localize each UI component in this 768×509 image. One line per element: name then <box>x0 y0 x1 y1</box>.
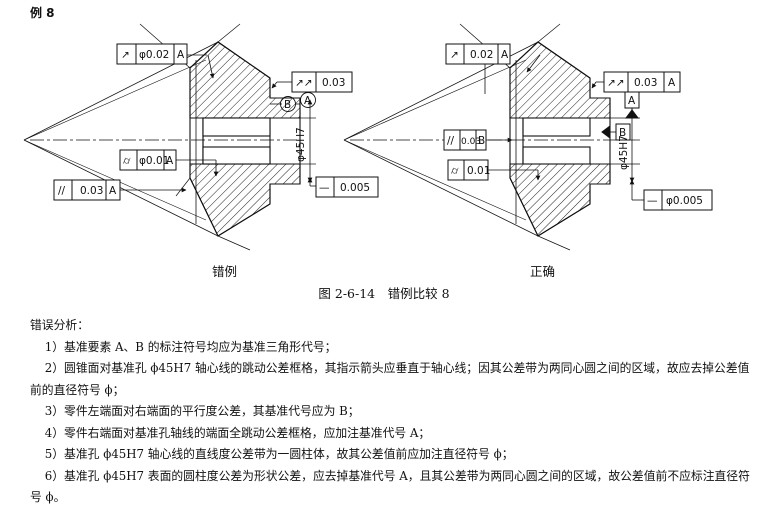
correct-total-runout-symbol: ↗↗ <box>607 77 625 89</box>
wrong-total-runout-frame <box>291 71 353 93</box>
wrong-parallelism-datum: A <box>109 185 117 197</box>
correct-runout-symbol: ↗ <box>450 49 459 61</box>
wrong-parallelism-symbol: // <box>58 185 66 197</box>
correct-total-runout-frame <box>603 71 681 93</box>
analysis-item-3: 3）零件左端面对右端面的平行度公差，其基准代号应为 B； <box>44 404 360 418</box>
drawing-svg: ↗ φ0.02 A ↗↗ 0.03 B A ⌭ φ0.01 A // 0.03 … <box>23 23 713 251</box>
correct-datum-a-letter: A <box>628 95 636 107</box>
correct-total-runout-datum: A <box>668 77 676 89</box>
correct-runout-datum: A <box>501 49 509 61</box>
wrong-cylindricity-frame <box>119 149 177 171</box>
correct-cylindricity-frame <box>447 159 489 181</box>
example-label: 例 8 <box>30 6 55 20</box>
wrong-label: 错例 <box>212 264 238 279</box>
wrong-example-drawing <box>23 23 316 251</box>
wrong-total-runout-value: 0.03 <box>322 77 345 89</box>
analysis-item-6: 6）基准孔 ϕ45H7 表面的圆柱度公差为形状公差，应去掉基准代号 A，且其公差… <box>30 468 750 505</box>
wrong-straightness-symbol: — <box>319 182 330 194</box>
correct-datum-b-letter: B <box>619 127 626 139</box>
correct-parallelism-value: 0.03 <box>461 137 481 147</box>
correct-label: 正确 <box>530 264 556 279</box>
correct-parallelism-datum: B <box>478 135 485 147</box>
analysis-item-2: 2）圆锥面对基准孔 ϕ45H7 轴心线的跳动公差框格，其指示箭头应垂直于轴心线；… <box>30 361 750 397</box>
correct-straightness-value: φ0.005 <box>666 195 703 207</box>
analysis-heading: 错误分析： <box>30 318 89 332</box>
wrong-runout-frame <box>116 43 188 65</box>
wrong-straightness-frame <box>315 176 379 198</box>
correct-straightness-symbol: — <box>647 195 658 207</box>
correct-datum-b-box <box>615 123 631 141</box>
analysis-item-5: 5）基准孔 ϕ45H7 轴心线的直线度公差带为一圆柱体，故其公差值前应加注直径符… <box>44 447 514 461</box>
wrong-parallelism-value: 0.03 <box>80 185 103 197</box>
wrong-straightness-value: 0.005 <box>340 182 370 194</box>
wrong-runout-value: φ0.02 <box>139 49 169 61</box>
analysis-item-4: 4）零件右端面对基准孔轴线的端面全跳动公差框格，应加注基准代号 A； <box>44 425 431 440</box>
correct-straightness-frame <box>643 189 713 211</box>
wrong-cylindricity-datum: A <box>166 155 174 167</box>
correct-cylindricity-symbol: ⌭ <box>451 165 459 177</box>
wrong-runout-symbol: ↗ <box>121 49 130 61</box>
wrong-parallelism-frame <box>53 179 121 201</box>
wrong-cylindricity-symbol: ⌭ <box>123 155 131 167</box>
error-analysis: 错误分析： 1）基准要素 A、B 的标注符号均应为基准三角形代号； 2）圆锥面对… <box>30 315 752 509</box>
correct-cylindricity-value: 0.01 <box>467 165 490 177</box>
wrong-datum-a: A <box>304 95 312 107</box>
wrong-cylindricity-value: φ0.01 <box>139 155 169 167</box>
correct-total-runout-value: 0.03 <box>634 77 657 89</box>
figure: 例 8 <box>23 6 713 301</box>
analysis-item-1: 1）基准要素 A、B 的标注符号均应为基准三角形代号； <box>44 339 337 354</box>
datum-b-triangle <box>601 125 611 139</box>
correct-dimension: φ45H7 <box>618 135 630 170</box>
wrong-total-runout-symbol: ↗↗ <box>295 77 313 89</box>
datum-a-triangle <box>625 109 639 119</box>
figure-caption: 图 2-6-14 错例比较 8 <box>318 286 450 301</box>
wrong-runout-datum: A <box>177 49 185 61</box>
correct-runout-value: 0.02 <box>470 49 493 61</box>
wrong-dimension: φ45H7 <box>295 127 307 162</box>
correct-runout-frame <box>445 43 511 65</box>
correct-parallelism-symbol: // <box>447 135 455 147</box>
correct-example-drawing <box>343 23 644 251</box>
wrong-datum-b: B <box>284 99 291 111</box>
correct-datum-a-box <box>624 91 640 109</box>
